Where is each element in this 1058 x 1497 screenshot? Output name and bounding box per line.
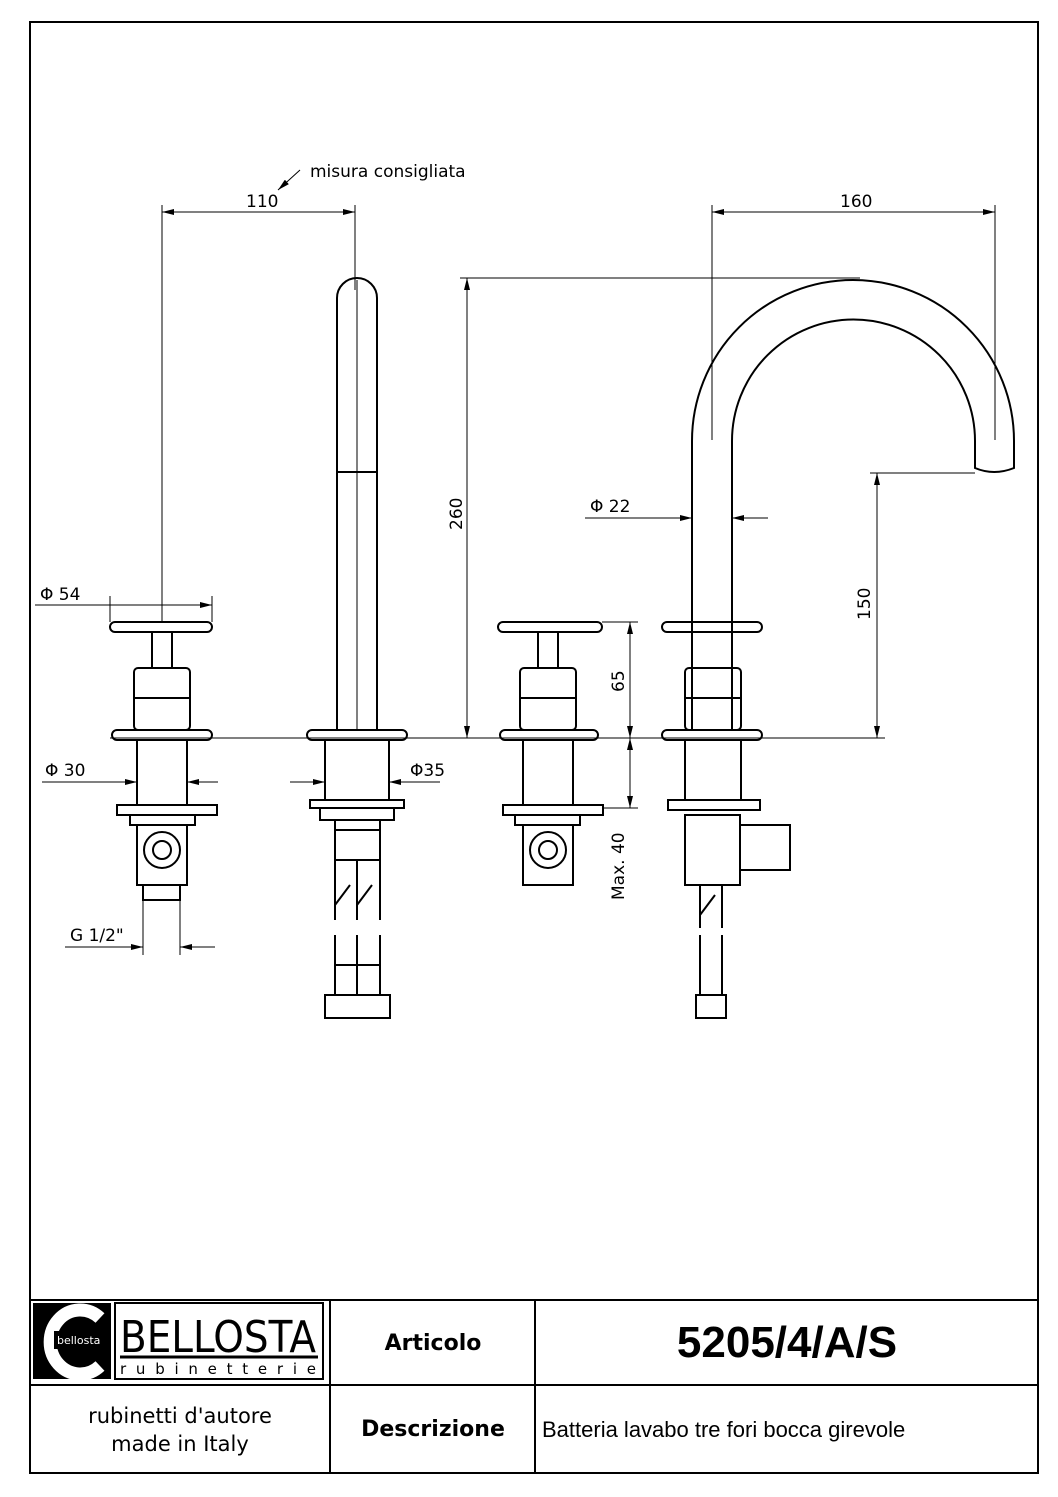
sheet-border [29, 21, 1039, 1474]
logo-small-text: bellosta [57, 1334, 100, 1347]
dim-phi-22: Φ 22 [590, 497, 630, 517]
article-code: 5205/4/A/S [676, 1318, 898, 1367]
dim-65: 65 [609, 670, 629, 692]
right-handle-valve [497, 621, 604, 886]
tagline: rubinetti d'autore made in Italy [30, 1387, 330, 1473]
tagline-line-1: rubinetti d'autore [88, 1404, 272, 1428]
dimension-lines [35, 169, 996, 955]
gooseneck-spout [661, 279, 1015, 1019]
dim-150: 150 [855, 588, 875, 620]
tagline-line-2: made in Italy [111, 1432, 249, 1456]
dim-phi-30: Φ 30 [45, 761, 85, 781]
brand-name: BELLOSTA [120, 1312, 316, 1363]
description-text: Batteria lavabo tre fori bocca girevole [542, 1416, 906, 1442]
dim-160: 160 [840, 192, 872, 212]
left-handle-valve [109, 621, 218, 901]
description-label: Descrizione [361, 1417, 505, 1442]
spout-front-view [306, 277, 408, 1019]
dim-110: 110 [246, 192, 278, 212]
dimension-labels: misura consigliata 110 160 260 Φ 22 Φ 54… [40, 162, 875, 946]
dim-max-40: Max. 40 [609, 832, 629, 900]
dim-260: 260 [447, 498, 467, 530]
bellosta-logo: bellosta BELLOSTA rubinetterie [33, 1302, 324, 1381]
note-recommended: misura consigliata [310, 162, 466, 182]
title-block-grid [30, 1299, 1038, 1473]
logo-c-mark [43, 1303, 105, 1381]
dim-phi-54: Φ 54 [40, 585, 80, 605]
article-label: Articolo [384, 1330, 482, 1356]
dim-g-half-inch: G 1/2" [70, 926, 124, 946]
dim-phi-35: Φ35 [410, 761, 445, 781]
